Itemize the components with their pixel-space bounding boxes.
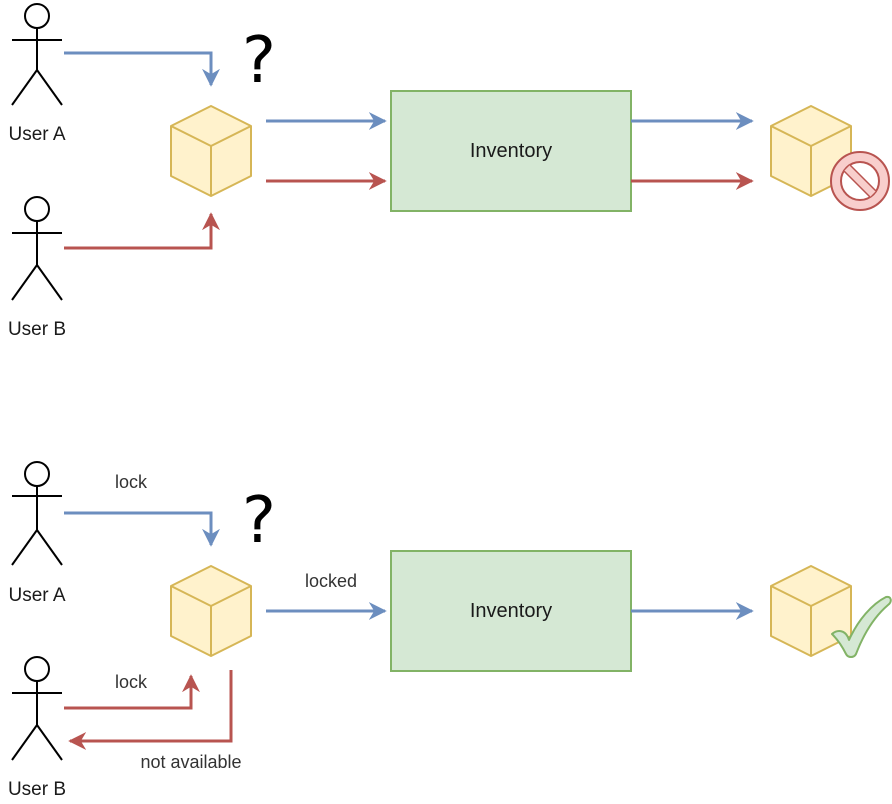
edge-label-locked: locked	[305, 571, 357, 591]
actor-user-b-bottom	[11, 656, 63, 761]
edge-user-b-lock	[64, 674, 200, 710]
edge-label-lock-b: lock	[115, 672, 148, 692]
inventory-label-bottom: Inventory	[470, 600, 552, 622]
edge-user-a-lock	[64, 511, 220, 547]
inventory-label: Inventory	[470, 140, 552, 162]
inventory-box-bottom	[390, 550, 632, 672]
actor-user-a-bottom	[11, 461, 63, 566]
prohibited-icon	[830, 151, 890, 211]
actor-label-user-b-bottom: User B	[8, 779, 66, 800]
edge-label-lock-a: lock	[115, 472, 148, 492]
actor-label-user-b: User B	[8, 319, 66, 340]
item-cube-icon	[170, 105, 252, 197]
edge-not-available	[68, 670, 233, 750]
actor-user-a-top	[11, 3, 63, 106]
actor-label-user-a-bottom: User A	[8, 585, 65, 606]
actor-label-user-a: User A	[8, 124, 65, 145]
inventory-box	[390, 90, 632, 212]
item-cube-icon-bottom	[170, 565, 252, 657]
checkmark-icon	[831, 595, 892, 658]
question-mark-bottom: ?	[242, 484, 276, 558]
question-mark: ?	[242, 24, 276, 98]
edge-user-a-to-item	[64, 51, 220, 87]
edge-label-not-available: not available	[140, 752, 241, 772]
edge-user-b-to-item	[64, 212, 220, 250]
actor-user-b-top	[11, 196, 63, 301]
